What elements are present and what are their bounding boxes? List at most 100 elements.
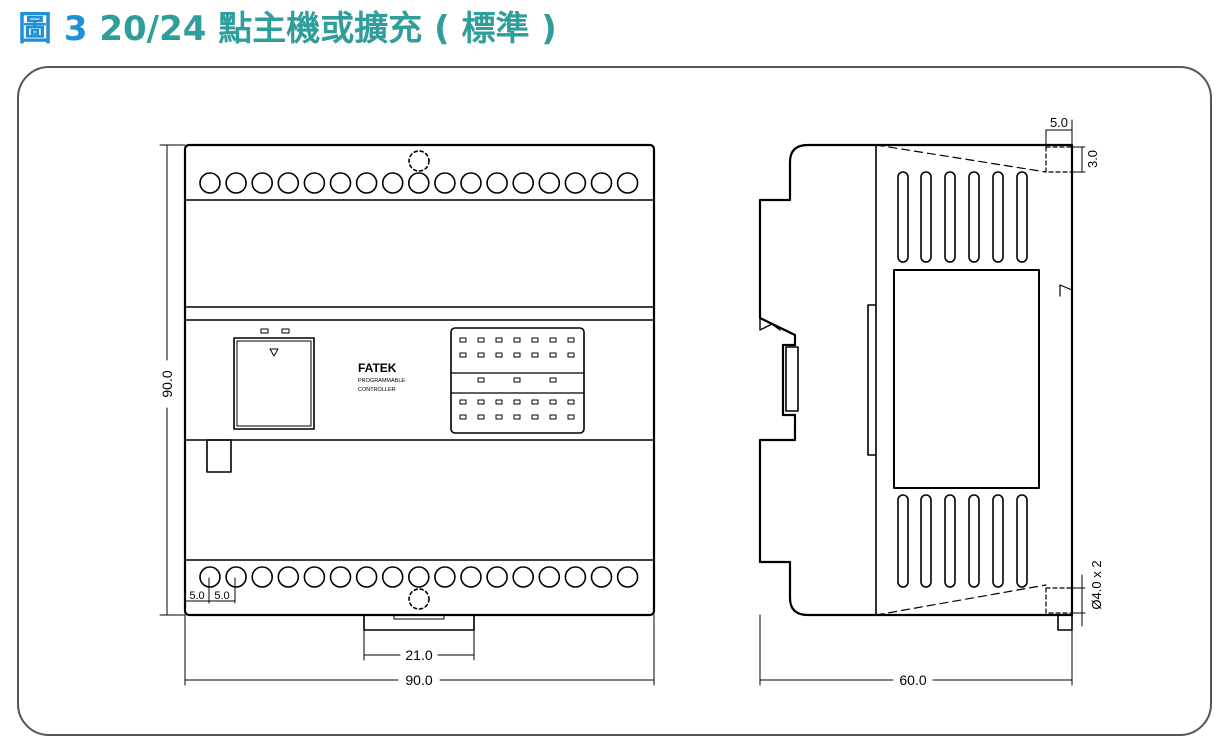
io-led	[549, 414, 557, 420]
io-led	[531, 337, 539, 343]
terminal-screw	[199, 172, 221, 194]
io-led	[459, 399, 467, 405]
io-led	[495, 337, 503, 343]
din-hook	[759, 317, 781, 331]
hole-spacing-label: 3.0	[1085, 150, 1100, 168]
top-hole-outline	[1045, 146, 1073, 173]
terminal-screw	[512, 172, 535, 194]
terminal-screw	[277, 172, 300, 194]
top-mounting-hole	[408, 150, 430, 172]
terminal-screw	[486, 172, 508, 194]
io-led	[567, 399, 575, 405]
terminal-screw	[225, 172, 247, 194]
status-led-2	[281, 328, 290, 334]
vent-slot	[920, 171, 932, 263]
io-led	[549, 377, 557, 383]
hole-offset-label: 5.0	[1050, 115, 1068, 130]
terminal-screw	[407, 566, 430, 588]
brand-label: FATEK	[358, 361, 397, 375]
bottom-mounting-hole	[408, 588, 430, 610]
terminal-screw	[590, 172, 613, 194]
terminal-screw	[434, 172, 456, 194]
terminal-screw	[460, 172, 482, 194]
side-housing-outline	[758, 143, 1074, 617]
width-dimension-label: 90.0	[405, 672, 432, 688]
terminal-screw	[564, 172, 587, 194]
io-led	[531, 414, 539, 420]
io-led	[495, 352, 503, 358]
io-led	[477, 414, 485, 420]
io-led	[531, 399, 539, 405]
rail-clip-dimension-label: 21.0	[405, 647, 432, 663]
io-led	[495, 399, 503, 405]
io-led	[477, 399, 485, 405]
io-led	[459, 337, 467, 343]
terminal-screw	[486, 566, 508, 588]
brand-subtitle-2: CONTROLLER	[358, 387, 396, 393]
vent-slot	[968, 494, 980, 588]
din-rail-clip	[363, 614, 475, 631]
drawing-frame	[17, 66, 1212, 736]
terminal-screw	[538, 566, 561, 588]
terminal-screw	[381, 566, 404, 588]
vent-slot	[897, 171, 909, 263]
terminal-screw	[616, 566, 639, 588]
terminal-screw	[355, 566, 378, 588]
figure-label: 圖 3	[18, 9, 88, 49]
status-led-1	[260, 328, 269, 334]
io-led	[459, 352, 467, 358]
io-led	[549, 352, 557, 358]
side-step	[867, 304, 877, 456]
din-rail-clip-slot	[393, 614, 445, 620]
brand-subtitle-1: PROGRAMMABLE	[358, 378, 405, 384]
side-view	[758, 119, 1086, 686]
bottom-hole-outline	[1045, 587, 1073, 614]
figure-title: 圖 3 20/24 點主機或擴充 ( 標準 )	[18, 6, 557, 52]
io-led	[513, 414, 521, 420]
hole-diameter-label: Ø4.0 x 2	[1089, 560, 1104, 609]
terminal-screw	[407, 172, 430, 194]
pitch-label-1: 5.0	[189, 590, 204, 602]
top-vent-slots	[897, 171, 1028, 263]
terminal-screw	[460, 566, 482, 588]
io-led	[513, 337, 521, 343]
terminal-screw	[329, 172, 352, 194]
led-grid	[459, 337, 575, 420]
terminal-screw	[538, 172, 561, 194]
io-led	[567, 352, 575, 358]
terminal-screw	[512, 566, 535, 588]
vent-slot	[968, 171, 980, 263]
terminal-screw	[564, 566, 587, 588]
vent-slot	[944, 494, 956, 588]
vent-slot	[992, 171, 1004, 263]
terminal-screw	[616, 172, 639, 194]
io-led	[531, 352, 539, 358]
io-led	[567, 337, 575, 343]
io-led	[477, 377, 485, 383]
port-cover-inner	[236, 340, 312, 427]
terminal-screw	[434, 566, 456, 588]
port-cover-arrow-icon	[269, 348, 279, 357]
bottom-terminal-row	[199, 566, 639, 588]
io-led	[549, 399, 557, 405]
io-led	[513, 377, 521, 383]
terminal-screw	[590, 566, 613, 588]
terminal-screw	[199, 566, 221, 588]
vent-slot	[897, 494, 909, 588]
io-led	[477, 337, 485, 343]
pitch-label-2: 5.0	[214, 590, 229, 602]
io-led	[549, 337, 557, 343]
side-clip-tab	[1057, 614, 1073, 631]
figure-title-text: 20/24 點主機或擴充 ( 標準 )	[99, 9, 557, 49]
bottom-vent-slots	[897, 494, 1028, 588]
terminal-screw	[355, 172, 378, 194]
io-led	[477, 352, 485, 358]
terminal-screw	[329, 566, 352, 588]
terminal-screw	[251, 172, 274, 194]
port-cover	[233, 337, 315, 430]
terminal-screw	[277, 566, 300, 588]
vent-slot	[944, 171, 956, 263]
terminal-screw	[251, 566, 274, 588]
vent-slot	[1016, 171, 1028, 263]
